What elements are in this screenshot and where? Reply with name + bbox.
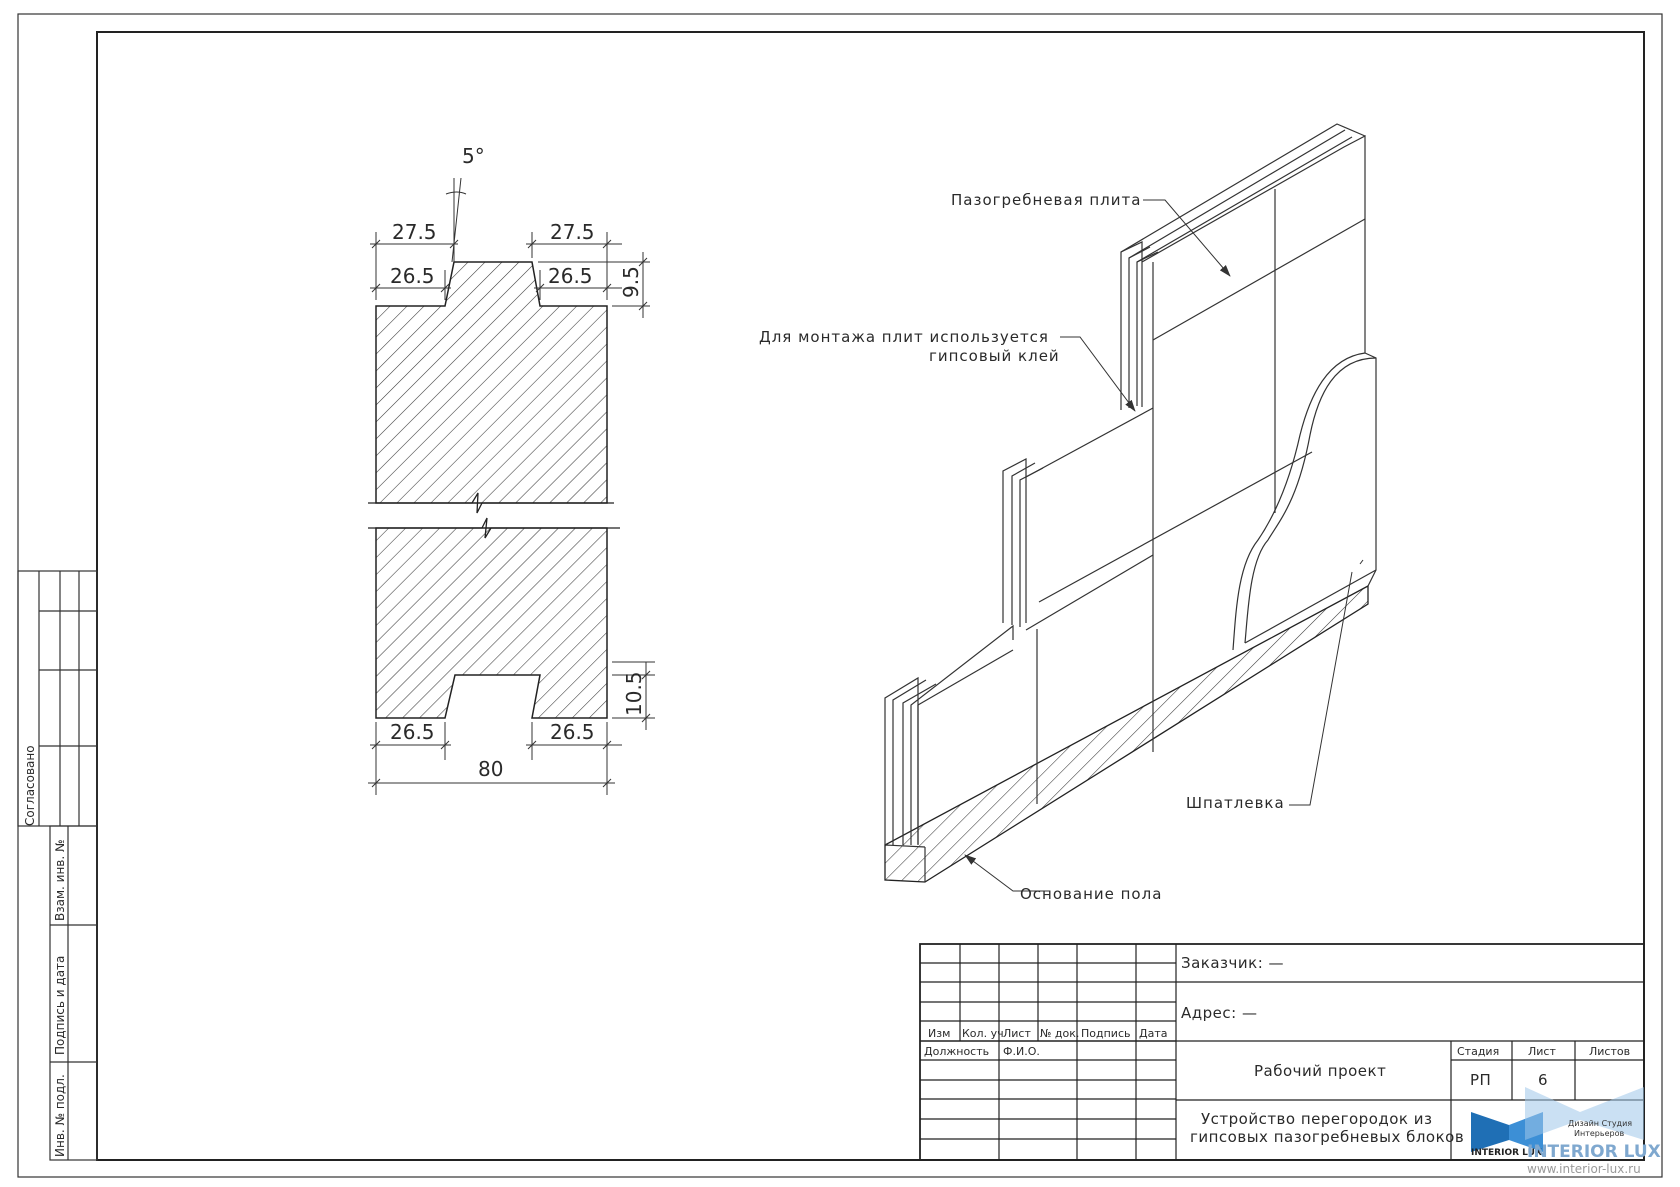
dim-top-right-outer: 27.5 [550, 220, 595, 244]
dim-top-left-inner: 26.5 [390, 264, 435, 288]
logo-sub2: Интерьеров [1574, 1129, 1624, 1138]
dim-bottom-left: 26.5 [390, 720, 435, 744]
dim-groove-height: 10.5 [622, 671, 646, 716]
tb-col-kol: Кол. уч [962, 1027, 1004, 1040]
label-floor: Основание пола [1020, 885, 1162, 903]
leaders [964, 199, 1364, 892]
tb-fio: Ф.И.О. [1003, 1045, 1040, 1058]
title-block [919, 943, 1645, 1161]
logo-sub1: Дизайн Студия [1568, 1119, 1632, 1128]
block-section [368, 261, 620, 719]
label-putty: Шпатлевка [1186, 794, 1285, 812]
interior-lux-logo: INTERIOR LUX INTERIOR LUX Дизайн Студия … [1471, 1087, 1661, 1176]
wall-isometric [884, 123, 1377, 883]
side-sign-date: Подпись и дата [53, 956, 67, 1055]
outer-border [17, 13, 1663, 1178]
dim-total-width: 80 [478, 757, 503, 781]
section-lower-body [375, 527, 608, 719]
floor-base [884, 584, 1369, 883]
tb-project-type: Рабочий проект [1254, 1062, 1386, 1080]
tb-col-sign: Подпись [1081, 1027, 1130, 1040]
dim-tongue-height: 9.5 [619, 266, 643, 298]
tb-customer: Заказчик: — [1181, 954, 1284, 972]
tb-drawing-title-1: Устройство перегородок из [1201, 1110, 1433, 1128]
tb-address: Адрес: — [1181, 1004, 1257, 1022]
side-inv-orig: Инв. № подл. [53, 1074, 67, 1157]
tb-sheet-value: 6 [1538, 1071, 1548, 1089]
tb-stage-value: РП [1470, 1071, 1491, 1089]
tb-col-list: Лист [1003, 1027, 1031, 1040]
dim-top-right-inner: 26.5 [548, 264, 593, 288]
tb-col-izm: Изм [928, 1027, 950, 1040]
logo-website: www.interior-lux.ru [1527, 1162, 1641, 1176]
tb-col-date: Дата [1139, 1027, 1167, 1040]
side-inv-replace: Взам. инв. № [53, 840, 67, 921]
label-glue-line2: гипсовый клей [929, 347, 1060, 365]
tb-sheet-header: Лист [1528, 1045, 1556, 1058]
break-line-lower [368, 517, 620, 539]
logo-big-text: INTERIOR LUX [1527, 1142, 1661, 1162]
dim-top-left-outer: 27.5 [392, 220, 437, 244]
tb-col-doc: № док. [1040, 1027, 1079, 1040]
break-line-upper [368, 492, 614, 514]
logo-mark [1471, 1112, 1509, 1152]
logo-small-text: INTERIOR LUX [1471, 1148, 1542, 1158]
side-agreed: Согласовано [23, 745, 37, 826]
tb-position: Должность [924, 1045, 989, 1058]
side-stamp [17, 570, 98, 1161]
label-glue-line1: Для монтажа плит используется [759, 328, 1049, 346]
section-upper-body [375, 261, 608, 504]
dim-bottom-right: 26.5 [550, 720, 595, 744]
dim-angle: 5° [462, 144, 485, 168]
drawing-frame [96, 31, 1645, 1161]
tb-stage-header: Стадия [1457, 1045, 1499, 1058]
section-dimensions [368, 177, 655, 795]
tb-drawing-title-2: гипсовых пазогребневых блоков [1190, 1128, 1464, 1146]
tb-sheets-header: Листов [1589, 1045, 1630, 1058]
label-slab: Пазогребневая плита [951, 191, 1141, 209]
